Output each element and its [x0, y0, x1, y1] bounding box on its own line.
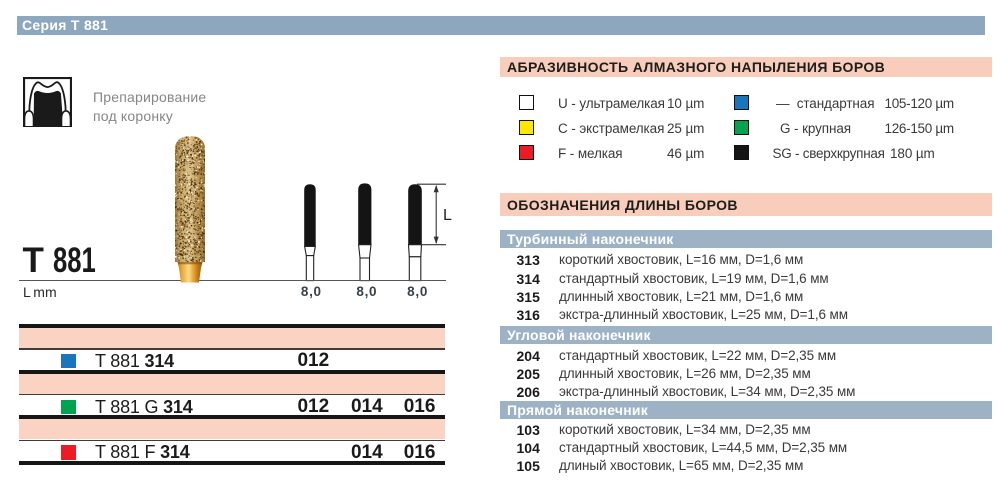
svg-text:L: L: [443, 207, 452, 224]
